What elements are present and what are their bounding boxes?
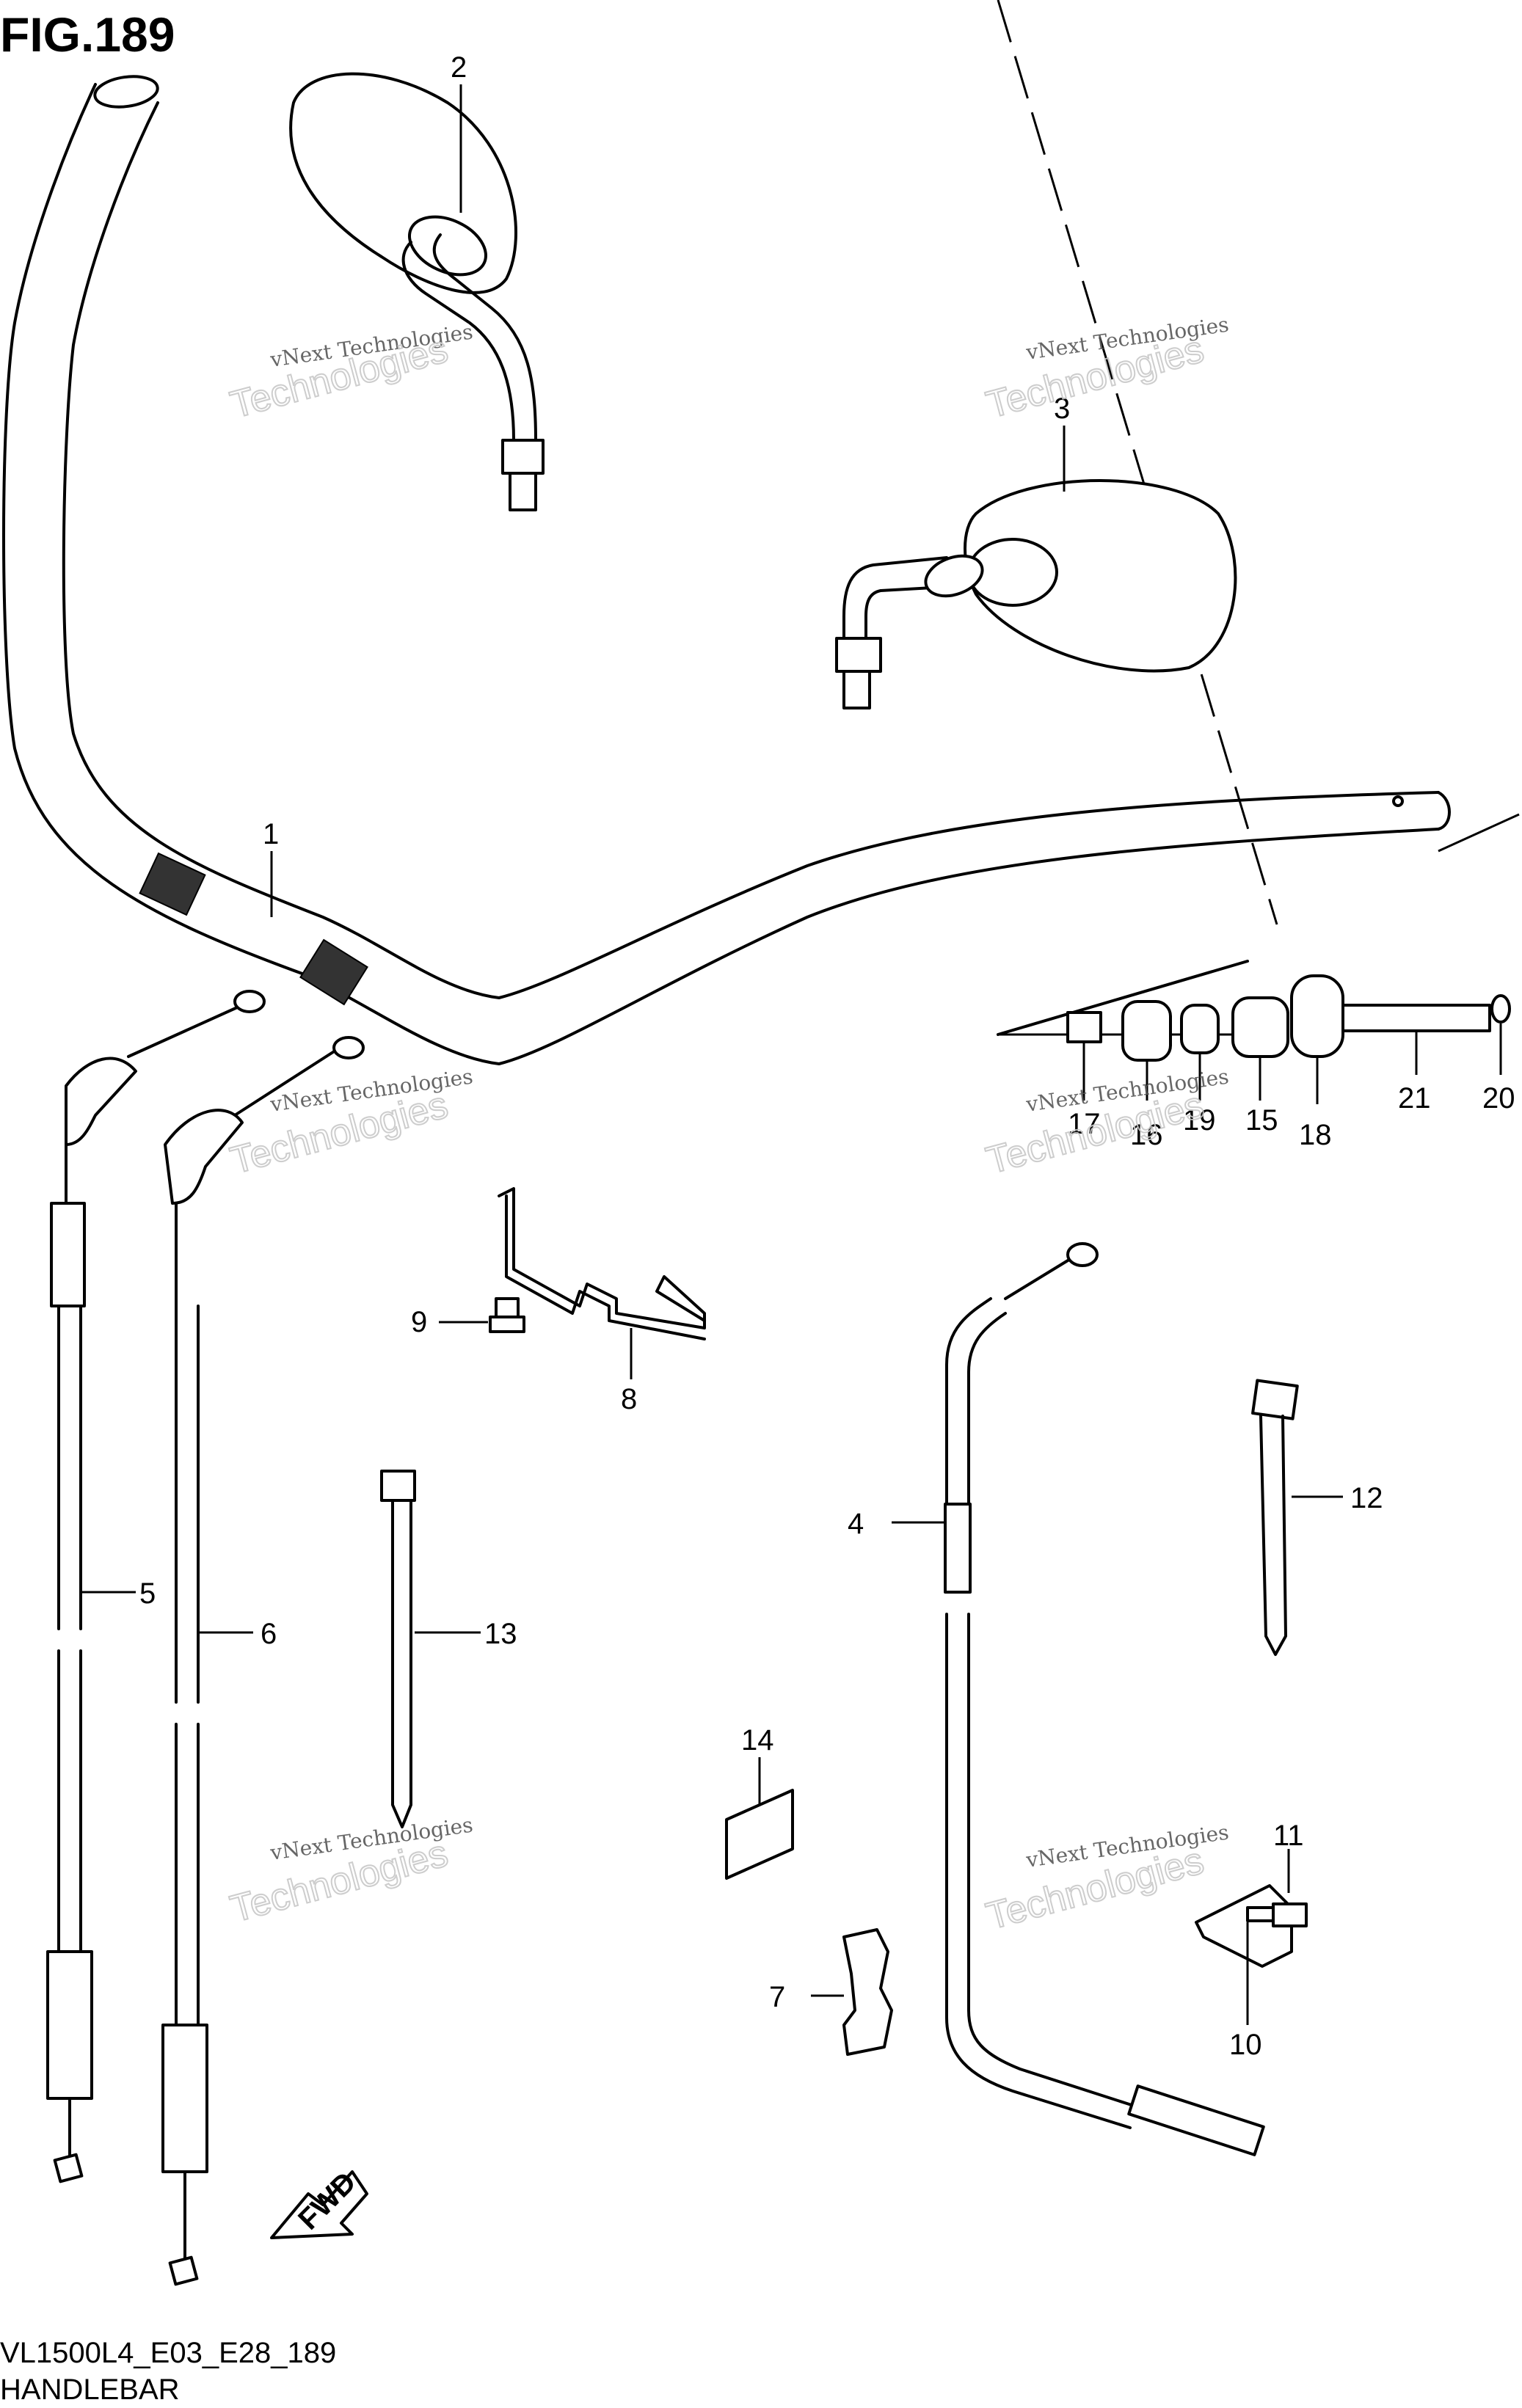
callout-17: 17 bbox=[1068, 1108, 1101, 1140]
callout-4: 4 bbox=[848, 1508, 864, 1540]
callout-19: 19 bbox=[1183, 1104, 1216, 1136]
callout-11: 11 bbox=[1273, 1820, 1304, 1852]
callout-9: 9 bbox=[411, 1306, 427, 1338]
bracket-8 bbox=[498, 1187, 706, 1340]
callout-18: 18 bbox=[1299, 1119, 1332, 1151]
cable-4 bbox=[944, 1242, 1265, 2156]
callout-14: 14 bbox=[741, 1724, 774, 1756]
mounting-hardware bbox=[997, 960, 1511, 1062]
callout-numbers: 1 2 3 4 5 6 7 8 9 10 11 12 13 14 15 16 1… bbox=[139, 51, 1515, 2061]
clamp-7 bbox=[842, 1928, 893, 2056]
bolt-11 bbox=[1246, 1902, 1308, 1927]
fwd-arrow: FWD bbox=[270, 2166, 368, 2239]
callout-12: 12 bbox=[1350, 1482, 1383, 1514]
bolt-9 bbox=[489, 1297, 525, 1333]
mirror-right bbox=[835, 479, 1237, 709]
callout-15: 15 bbox=[1245, 1104, 1278, 1136]
section-name: HANDLEBAR bbox=[0, 2374, 180, 2406]
callout-5: 5 bbox=[139, 1577, 156, 1610]
cable-5 bbox=[46, 990, 266, 2183]
cable-tie-13 bbox=[380, 1470, 416, 1828]
callout-10: 10 bbox=[1229, 2029, 1262, 2061]
callout-2: 2 bbox=[451, 51, 467, 84]
cable-tie-12 bbox=[1251, 1379, 1299, 1656]
handlebar bbox=[2, 0, 1520, 1065]
label-14 bbox=[725, 1789, 794, 1880]
clamp-10 bbox=[1195, 1884, 1293, 1968]
callout-7: 7 bbox=[769, 1981, 785, 2013]
callout-1: 1 bbox=[263, 818, 279, 850]
cable-6 bbox=[161, 1036, 365, 2286]
callout-21: 21 bbox=[1398, 1082, 1431, 1114]
callout-3: 3 bbox=[1054, 393, 1070, 425]
callout-8: 8 bbox=[621, 1383, 637, 1415]
mirror-left bbox=[289, 72, 545, 511]
callout-20: 20 bbox=[1482, 1082, 1515, 1114]
figure-title: FIG.189 bbox=[0, 7, 175, 62]
callout-16: 16 bbox=[1130, 1119, 1163, 1151]
model-code: VL1500L4_E03_E28_189 bbox=[0, 2337, 336, 2369]
callout-6: 6 bbox=[261, 1618, 277, 1650]
callout-13: 13 bbox=[484, 1618, 517, 1650]
leader-lines bbox=[81, 84, 1502, 2025]
